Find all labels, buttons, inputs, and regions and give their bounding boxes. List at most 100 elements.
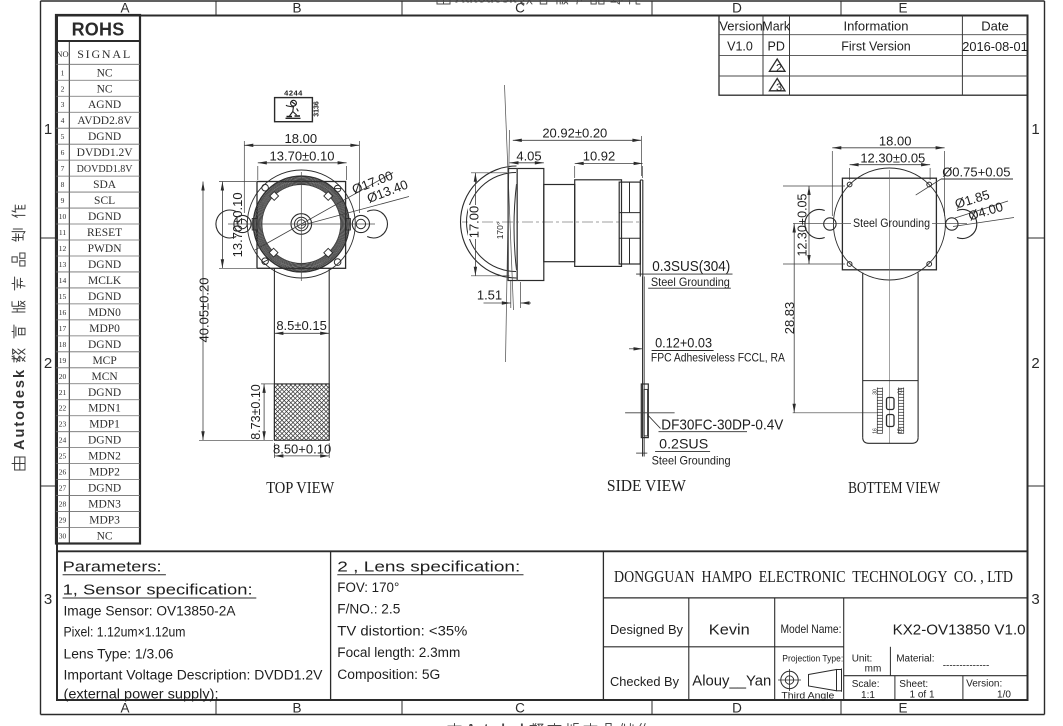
svg-text:Image Sensor: OV13850-2A: Image Sensor: OV13850-2A [64, 604, 237, 620]
svg-text:DGND: DGND [88, 291, 121, 303]
svg-text:MDP3: MDP3 [89, 515, 120, 527]
svg-text:MDP1: MDP1 [89, 419, 120, 431]
svg-text:Material:: Material: [896, 654, 934, 665]
svg-text:16: 16 [873, 428, 879, 434]
svg-text:15: 15 [59, 292, 67, 301]
svg-text:13.70±0.10: 13.70±0.10 [270, 149, 335, 164]
svg-text:4244: 4244 [284, 89, 303, 98]
svg-text:MDP2: MDP2 [89, 467, 120, 479]
svg-text:10: 10 [59, 212, 67, 221]
svg-text:Model Name:: Model Name: [781, 622, 842, 636]
svg-text:AGND: AGND [88, 99, 121, 111]
svg-text:DVDD1.2V: DVDD1.2V [77, 147, 134, 159]
svg-text:DGND: DGND [88, 483, 121, 495]
svg-text:01: 01 [898, 388, 904, 394]
svg-text:2: 2 [1031, 355, 1039, 372]
svg-text:30: 30 [873, 389, 879, 395]
svg-text:20.92±0.20: 20.92±0.20 [542, 126, 607, 141]
svg-text:40.05±0.20: 40.05±0.20 [197, 278, 212, 343]
svg-text:2016-08-01: 2016-08-01 [962, 39, 1027, 54]
svg-text:FPC Adhesiveless FCCL, RA: FPC Adhesiveless FCCL, RA [651, 350, 785, 364]
svg-text:8.5±0.15: 8.5±0.15 [276, 318, 327, 333]
svg-text:Ø0.75+0.05: Ø0.75+0.05 [942, 165, 1010, 180]
svg-text:DOVDD1.8V: DOVDD1.8V [77, 164, 134, 175]
svg-text:19: 19 [59, 356, 67, 365]
svg-text:MCLK: MCLK [88, 275, 122, 287]
svg-text:NO: NO [56, 49, 68, 59]
svg-text:Focal length: 2.3mm: Focal length: 2.3mm [337, 645, 460, 661]
svg-text:4: 4 [61, 116, 65, 125]
svg-text:25: 25 [59, 452, 67, 461]
svg-text:DGND: DGND [88, 435, 121, 447]
svg-text:Kevin: Kevin [709, 622, 750, 639]
svg-text:RESET: RESET [87, 227, 122, 239]
svg-text:Autodesk: Autodesk [466, 722, 528, 726]
svg-text:16: 16 [59, 308, 67, 317]
svg-text:B: B [292, 701, 301, 716]
svg-text:mm: mm [865, 664, 882, 675]
svg-text:Parameters:: Parameters: [63, 559, 162, 576]
svg-text:Version:: Version: [966, 679, 1002, 690]
svg-text:6: 6 [61, 148, 65, 157]
svg-text:2: 2 [44, 355, 52, 372]
svg-text:Third Angle: Third Angle [781, 691, 834, 701]
svg-text:Information: Information [843, 19, 908, 34]
svg-text:0.2SUS: 0.2SUS [659, 436, 708, 452]
svg-text:SIDE VIEW: SIDE VIEW [607, 476, 686, 495]
svg-text:Alouy__Yan: Alouy__Yan [692, 673, 771, 690]
svg-text:26: 26 [59, 468, 67, 477]
svg-text:Autodesk: Autodesk [12, 368, 28, 450]
svg-text:28.83: 28.83 [782, 302, 797, 335]
svg-text:1.51: 1.51 [477, 288, 502, 303]
svg-text:ROHS: ROHS [72, 20, 125, 40]
svg-text:MDN3: MDN3 [88, 499, 121, 511]
svg-text:D: D [732, 1, 742, 16]
svg-text:SCL: SCL [94, 195, 115, 207]
svg-text:29: 29 [59, 516, 67, 525]
svg-text:8.73±0.10: 8.73±0.10 [249, 384, 263, 440]
svg-text:Checked By: Checked By [610, 674, 679, 689]
svg-text:A: A [120, 1, 129, 16]
svg-text:28: 28 [59, 500, 67, 509]
svg-text:BOTTEM VIEW: BOTTEM VIEW [848, 478, 940, 497]
svg-text:3: 3 [61, 100, 65, 109]
svg-text:2 , Lens specification:: 2 , Lens specification: [337, 559, 520, 576]
svg-text:2: 2 [61, 84, 65, 93]
svg-text:MCP: MCP [92, 355, 116, 367]
svg-text:1: 1 [1031, 121, 1039, 138]
svg-text:MDP0: MDP0 [89, 323, 120, 335]
svg-text:18.00: 18.00 [879, 134, 912, 149]
svg-text:TOP VIEW: TOP VIEW [266, 478, 334, 497]
svg-text:First Version: First Version [841, 40, 911, 54]
svg-text:DGND: DGND [88, 131, 121, 143]
svg-text:7: 7 [61, 164, 65, 173]
svg-text:0.3SUS(304): 0.3SUS(304) [652, 258, 730, 275]
svg-text:Mark: Mark [762, 20, 791, 34]
svg-text:Scale:: Scale: [852, 679, 880, 690]
svg-text:AVDD2.8V: AVDD2.8V [77, 115, 132, 127]
svg-text:TV distortion: <35%: TV distortion: <35% [337, 624, 467, 640]
svg-text:DGND: DGND [88, 211, 121, 223]
svg-text:3: 3 [44, 591, 52, 608]
svg-text:Date: Date [981, 19, 1008, 34]
svg-text:Steel Grounding: Steel Grounding [853, 216, 930, 230]
svg-text:18.00: 18.00 [285, 131, 318, 146]
svg-text:15: 15 [898, 428, 904, 434]
svg-text:0.12+0.03: 0.12+0.03 [655, 334, 712, 350]
svg-text:1: 1 [44, 121, 52, 138]
svg-text:(external power supply);: (external power supply); [64, 687, 219, 703]
svg-text:20: 20 [59, 372, 67, 381]
svg-text:5: 5 [61, 132, 65, 141]
svg-text:3: 3 [776, 82, 782, 94]
svg-text:22: 22 [59, 404, 67, 413]
svg-text:Steel Grounding: Steel Grounding [651, 275, 730, 289]
svg-text:E: E [898, 701, 907, 716]
svg-text:DGND: DGND [88, 387, 121, 399]
svg-text:Projection Type:: Projection Type: [782, 654, 843, 664]
svg-text:12.30+0.05: 12.30+0.05 [796, 194, 810, 257]
svg-text:3136: 3136 [314, 101, 321, 117]
svg-text:4.05: 4.05 [516, 148, 541, 163]
svg-text:12.30±0.05: 12.30±0.05 [860, 150, 925, 165]
svg-text:1:1: 1:1 [861, 690, 875, 701]
svg-text:2: 2 [776, 62, 782, 74]
